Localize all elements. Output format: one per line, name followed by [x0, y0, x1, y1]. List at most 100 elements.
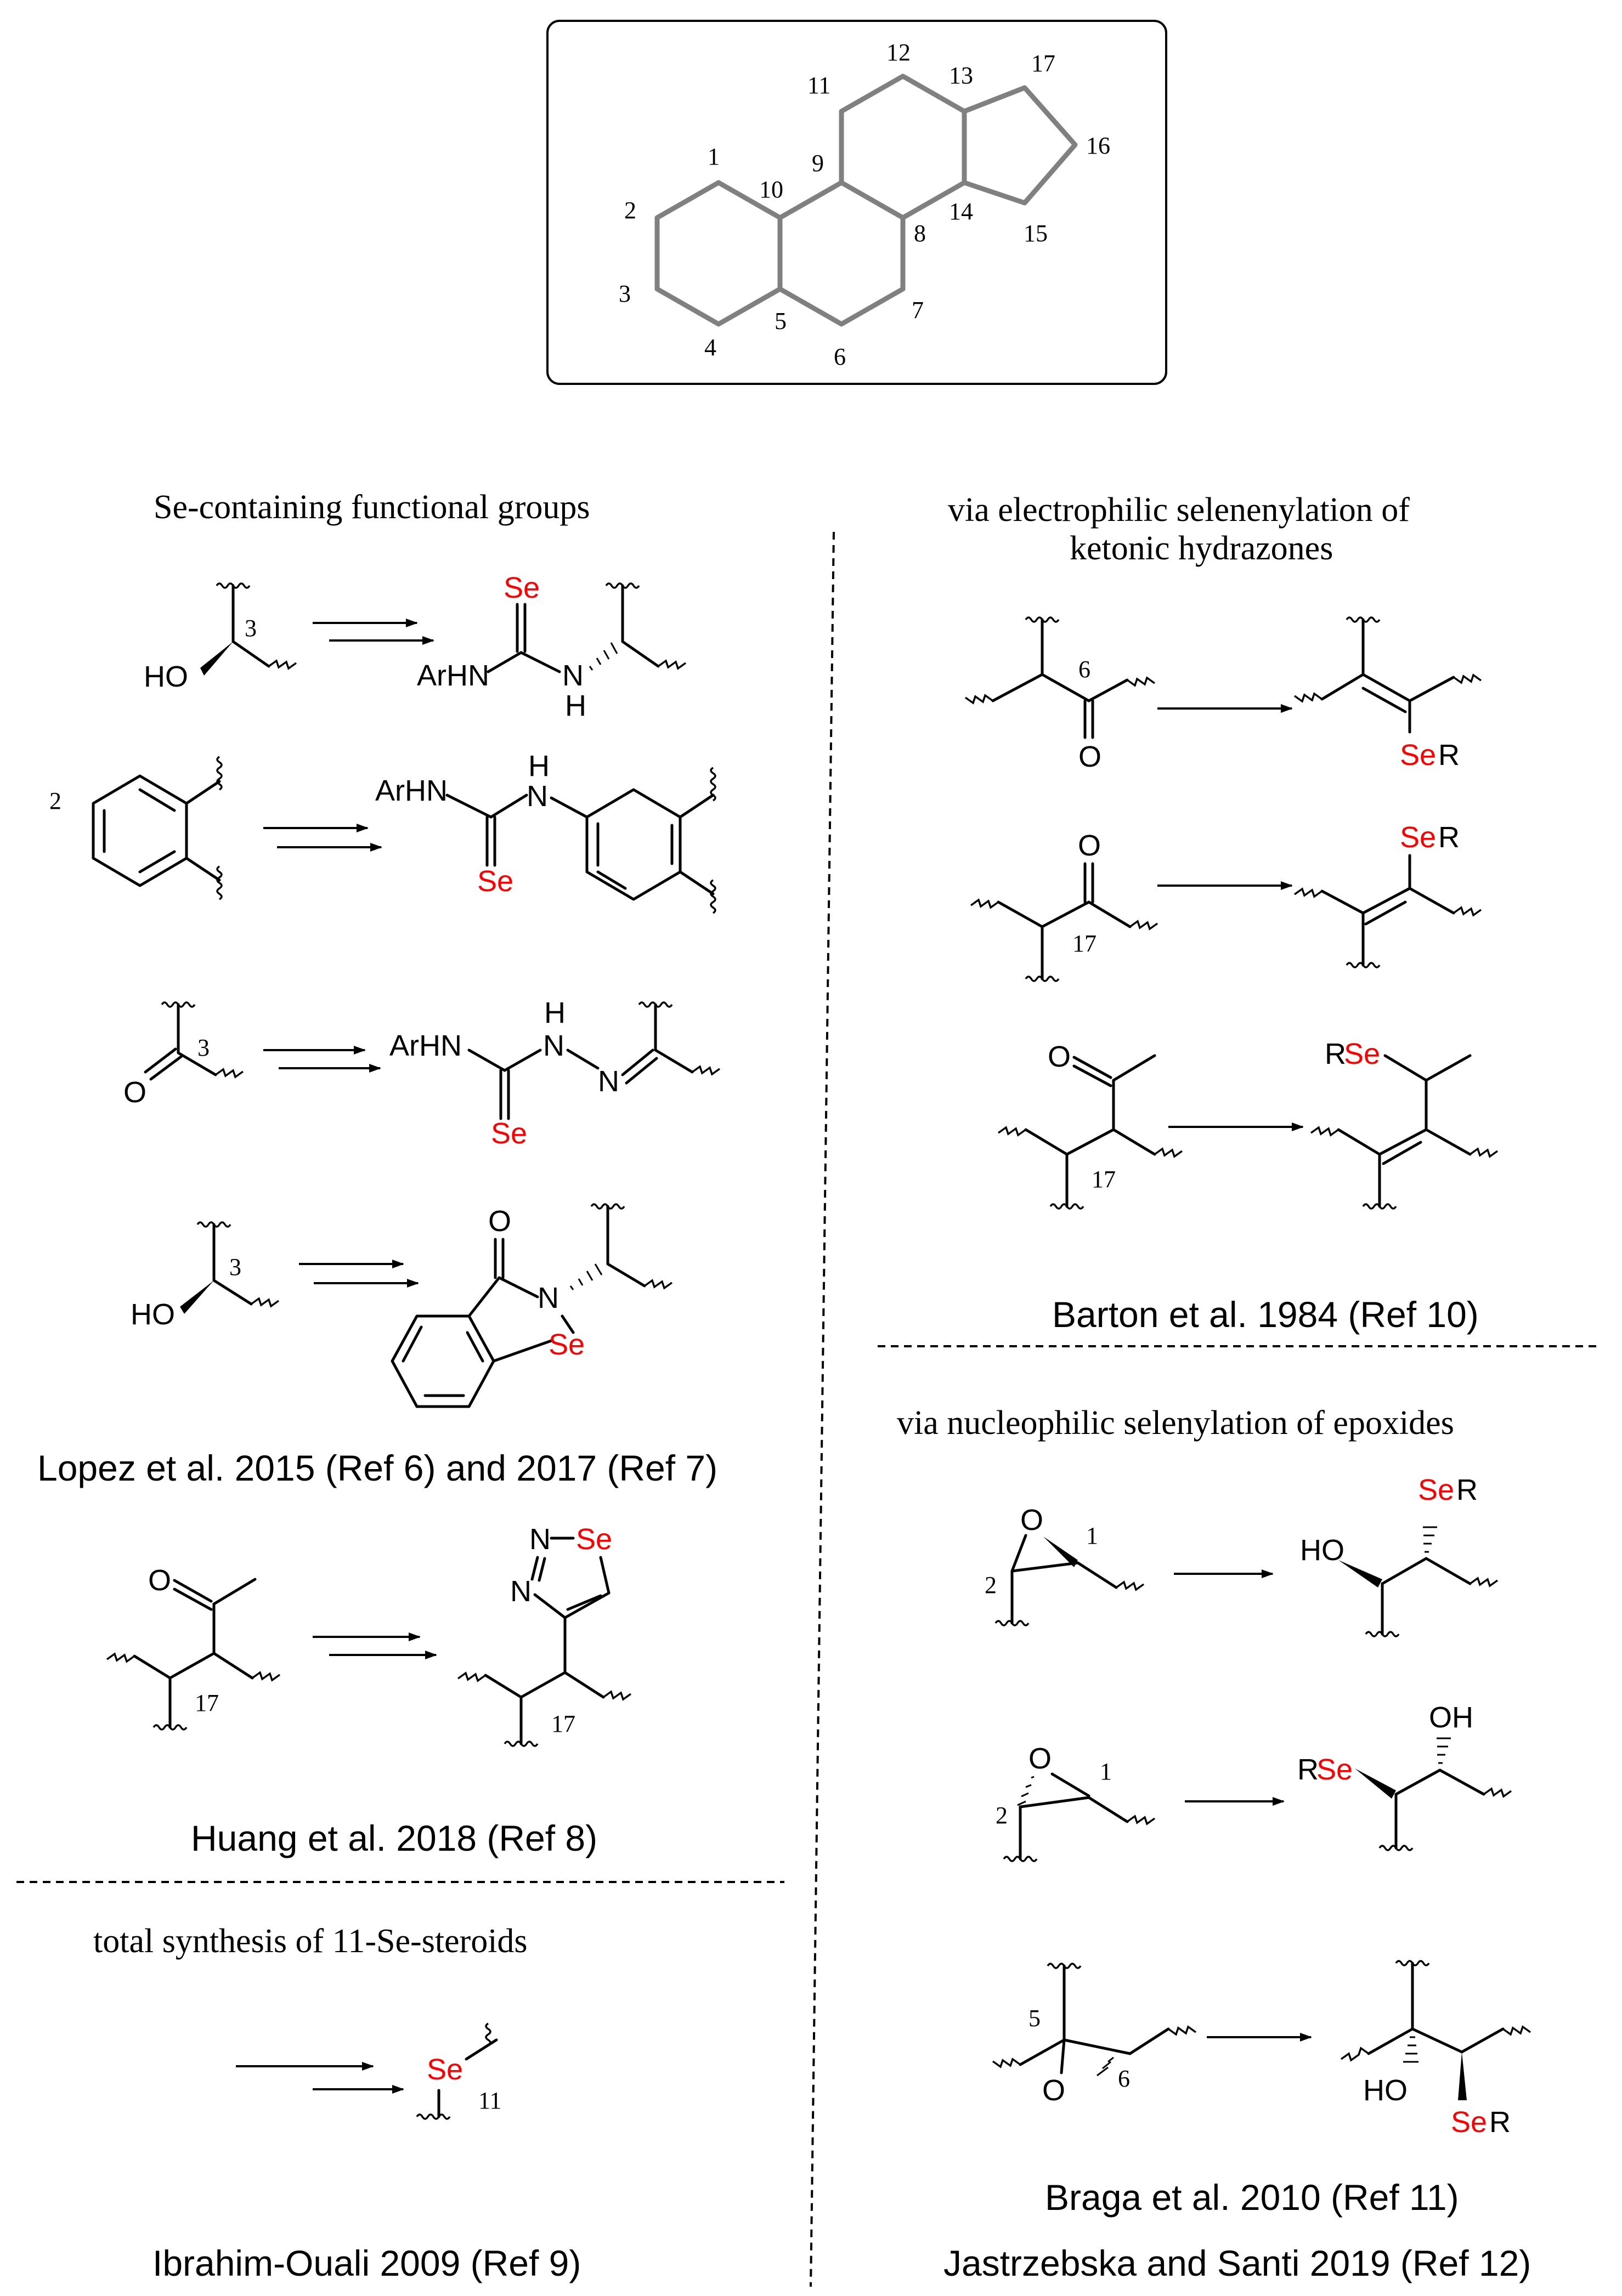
ref-barton: Barton et al. 1984 (Ref 10)	[1052, 1294, 1479, 1335]
diazole-n2-label: N	[510, 1575, 532, 1608]
reaction-epoxide-5-6-selenide: O 5 6 HO Se R	[992, 1960, 1531, 2139]
rse-se-atom: Se	[1344, 1038, 1380, 1070]
reaction-3-ketone-to-selenosemicarbazone: O 3 ArHN Se N H N	[123, 996, 721, 1150]
arhn-label-2: ArHN	[375, 774, 448, 807]
core-num-4: 4	[704, 334, 716, 361]
acetyl-o-label: O	[148, 1564, 171, 1597]
vertical-divider	[810, 531, 835, 2287]
reaction-6-ketone-to-vinyl-selenide: O 6 Se R	[964, 616, 1482, 773]
nh-h-label-2: H	[528, 750, 550, 783]
vinyl-r-label: R	[1438, 739, 1460, 772]
steroid-skeleton	[654, 73, 1078, 327]
pos-6-label-2: 6	[1118, 2065, 1130, 2092]
core-num-17: 17	[1031, 50, 1055, 77]
epox2-o-label: O	[1028, 1742, 1052, 1775]
ebselen-n-label: N	[538, 1282, 559, 1314]
arhn-label-3: ArHN	[389, 1029, 462, 1062]
se-atom-3: Se	[491, 1117, 527, 1150]
carbonyl-o-label: O	[488, 1205, 511, 1238]
epox1-r-label: R	[1456, 1473, 1478, 1506]
core-num-1: 1	[708, 143, 720, 170]
reaction-epoxide-1-2-selenide: O 1 2 HO Se R	[985, 1473, 1499, 1637]
core-num-2: 2	[624, 197, 636, 224]
epox3-ho-label: HO	[1363, 2074, 1408, 2107]
pos-3-label-2: 3	[197, 1034, 210, 1061]
vinyl17-se-atom: Se	[1400, 821, 1436, 854]
core-num-15: 15	[1024, 220, 1048, 247]
diazole-n1-label: N	[529, 1523, 551, 1556]
core-num-5: 5	[775, 308, 787, 335]
epox1-se-atom: Se	[1418, 1473, 1454, 1506]
vinyl17-r-label: R	[1438, 821, 1460, 854]
pos-3-label-3: 3	[229, 1254, 241, 1280]
core-num-9: 9	[812, 150, 824, 177]
pos-2-label-2: 2	[985, 1572, 997, 1598]
keto17-o-label: O	[1078, 829, 1101, 862]
pos-2-label-3: 2	[996, 1802, 1008, 1829]
reaction-aromatic-to-selenourea: 2 ArHN Se N H	[49, 750, 716, 914]
core-num-11: 11	[807, 72, 830, 99]
core-num-12: 12	[886, 39, 911, 66]
pos-11-label: 11	[478, 2087, 501, 2114]
imine-n-label: N	[598, 1065, 619, 1098]
se-atom: Se	[504, 571, 540, 604]
pos-17-label: 17	[195, 1690, 219, 1716]
reaction-17-acetyl-to-selenide: O 17 R Se	[997, 1038, 1499, 1210]
epox3-se-atom: Se	[1451, 2106, 1487, 2139]
epox3-r-label: R	[1489, 2106, 1511, 2139]
o-label: O	[123, 1076, 146, 1109]
ref-ibrahim: Ibrahim-Ouali 2009 (Ref 9)	[152, 2243, 581, 2283]
diazole-se-atom: Se	[576, 1523, 612, 1556]
core-num-3: 3	[619, 280, 631, 307]
epox1-o-label: O	[1020, 1504, 1043, 1537]
pos-6-label: 6	[1078, 656, 1090, 683]
acetyl17-o-label: O	[1048, 1040, 1071, 1073]
nh-n-label-2: N	[527, 780, 548, 813]
ebselen-se-atom: Se	[549, 1328, 585, 1361]
arhn-label: ArHN	[417, 659, 489, 692]
right-top-title-line2: ketonic hydrazones	[1070, 530, 1333, 567]
core-num-8: 8	[914, 220, 926, 247]
pos-5-label: 5	[1028, 2005, 1041, 2032]
core-num-10: 10	[759, 176, 783, 203]
right-top-title-line1: via electrophilic selenenylation of	[948, 491, 1410, 529]
reaction-11-se-steroid: Se 11	[236, 2022, 501, 2120]
keto-o-label: O	[1078, 740, 1101, 773]
nh-h-label-3: H	[544, 996, 566, 1029]
epox1-ho-label: HO	[1300, 1534, 1344, 1567]
right-bottom-title: via nucleophilic selenylation of epoxide…	[897, 1404, 1454, 1442]
ho-label-2: HO	[131, 1298, 175, 1331]
ring-se-atom: Se	[427, 2053, 463, 2086]
nh-h-label: H	[565, 689, 586, 722]
reaction-17-acetyl-to-selenadiazole: O 17 N Se N 17	[106, 1523, 632, 1747]
reaction-3-hydroxy-to-ebselen: HO 3 O N Se	[131, 1203, 673, 1408]
se-atom-2: Se	[477, 865, 513, 898]
ref-huang: Huang et al. 2018 (Ref 8)	[191, 1818, 597, 1858]
pos-1-label: 1	[1086, 1522, 1098, 1549]
pos-3-label: 3	[245, 615, 257, 642]
reaction-17-ketone-to-vinyl-selenide: O 17 Se R	[970, 821, 1482, 982]
core-num-13: 13	[949, 62, 973, 89]
reaction-3-hydroxy-to-selenourea: HO 3 ArHN Se N H	[144, 571, 687, 722]
epox2-se-atom: Se	[1316, 1753, 1353, 1786]
pos-17-label-2: 17	[551, 1710, 575, 1737]
pos-2-label: 2	[49, 787, 61, 814]
steroid-core-panel: 1 2 3 4 5 6 7 8 9 10 11 12 13 14 15 16 1…	[546, 20, 1167, 385]
ref-jastrzebska: Jastrzebska and Santi 2019 (Ref 12)	[943, 2243, 1531, 2283]
nh-n-label: N	[562, 659, 584, 692]
epox3-o-label: O	[1042, 2074, 1065, 2107]
ref-braga: Braga et al. 2010 (Ref 11)	[1045, 2177, 1459, 2218]
epox2-oh-label: OH	[1429, 1701, 1473, 1734]
core-position-numbers: 1 2 3 4 5 6 7 8 9 10 11 12 13 14 15 16 1…	[619, 39, 1110, 370]
ho-label: HO	[144, 660, 188, 693]
reaction-epoxide-2-1-selenide: O 1 2 R Se OH	[996, 1701, 1512, 1862]
rse-r-label: R	[1325, 1038, 1346, 1070]
nh-n-label-3: N	[543, 1029, 564, 1062]
core-num-6: 6	[834, 343, 846, 370]
left-bottom-title: total synthesis of 11-Se-steroids	[93, 1923, 528, 1960]
core-num-14: 14	[949, 198, 973, 225]
vinyl-se-atom: Se	[1400, 739, 1436, 772]
ref-lopez: Lopez et al. 2015 (Ref 6) and 2017 (Ref …	[37, 1448, 717, 1488]
pos-17-label-4: 17	[1092, 1166, 1116, 1193]
